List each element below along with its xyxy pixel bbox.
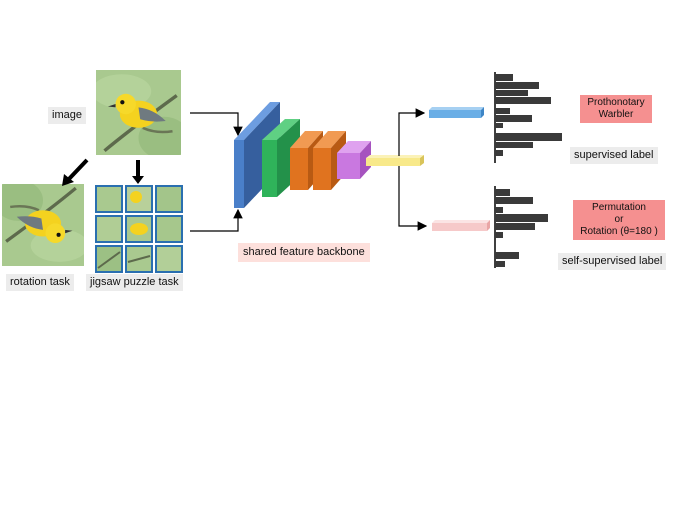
arrow-to-self-supervised-head xyxy=(398,166,428,231)
image-label: image xyxy=(48,107,86,124)
arrow-to-supervised-head xyxy=(398,108,426,156)
rotated-image xyxy=(2,184,84,266)
task-arrows xyxy=(62,158,144,186)
feature-vector xyxy=(366,155,424,166)
self-supervised-label-caption: self-supervised label xyxy=(558,253,667,270)
jigsaw-grid xyxy=(95,185,183,273)
self-supervised-output-line2: or xyxy=(614,214,624,225)
supervised-label-caption: supervised label xyxy=(570,147,658,164)
backbone-label: shared feature backbone xyxy=(238,243,370,262)
self-supervised-histogram xyxy=(494,186,548,268)
supervised-output-box: Prothonotary Warbler xyxy=(580,95,652,123)
rotation-task-label: rotation task xyxy=(6,274,74,291)
source-image xyxy=(96,70,181,155)
self-supervised-output-line1: Permutation xyxy=(592,202,646,213)
supervised-histogram xyxy=(494,72,562,163)
self-supervised-output-box: Permutation or Rotation (θ=180 ) xyxy=(573,200,665,240)
self-supervised-head xyxy=(432,220,490,231)
supervised-head xyxy=(429,107,484,118)
self-supervised-output-line3: Rotation (θ=180 ) xyxy=(580,226,658,237)
supervised-output-line1: Prothonotary xyxy=(587,97,645,108)
backbone-purple-layer xyxy=(337,141,371,179)
jigsaw-task-label: jigsaw puzzle task xyxy=(86,274,183,291)
supervised-output-line2: Warbler xyxy=(598,109,634,120)
arrow-tasks-to-backbone xyxy=(190,208,243,232)
arrow-image-to-backbone xyxy=(190,112,243,137)
